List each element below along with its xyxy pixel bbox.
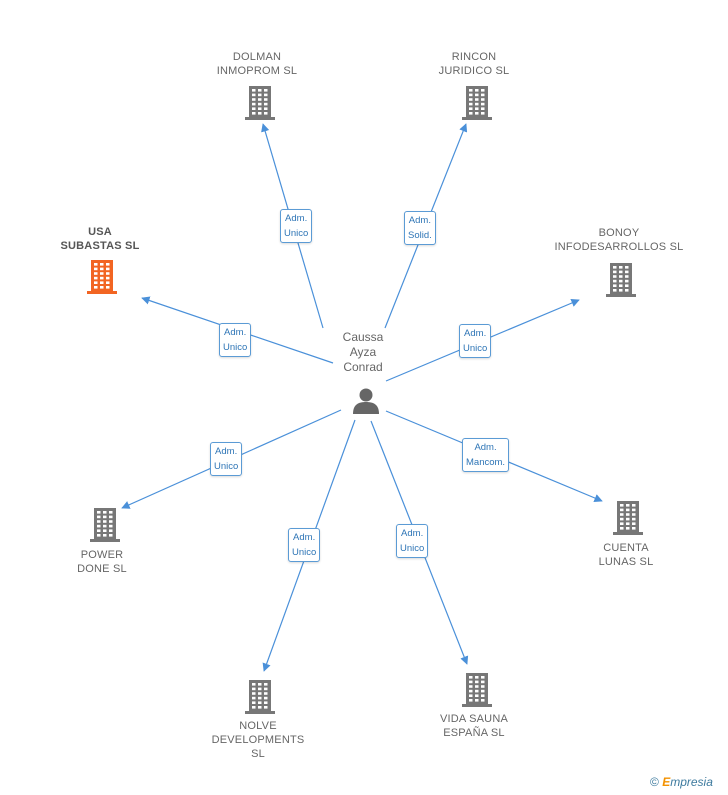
building-icon[interactable] xyxy=(606,263,636,297)
company-name: BONOY INFODESARROLLOS SL xyxy=(554,227,684,253)
building-icon[interactable] xyxy=(245,680,275,714)
company-name: POWER DONE SL xyxy=(77,549,127,575)
company-node-nolve[interactable]: NOLVE DEVELOPMENTS SL xyxy=(208,719,308,761)
company-name: CUENTA LUNAS SL xyxy=(598,542,654,568)
company-node-dolman[interactable]: DOLMAN INMOPROM SL xyxy=(207,50,307,78)
role-badge[interactable]: Adm. Unico xyxy=(280,209,313,243)
role-badge[interactable]: Adm. Unico xyxy=(219,323,252,357)
company-name: NOLVE DEVELOPMENTS SL xyxy=(211,720,305,760)
copyright-symbol: © xyxy=(650,775,659,789)
company-node-power[interactable]: POWER DONE SL xyxy=(52,548,152,576)
company-name: USA SUBASTAS SL xyxy=(60,226,140,252)
company-node-usa[interactable]: USA SUBASTAS SL xyxy=(50,225,150,253)
company-name: VIDA SAUNA ESPAÑA SL xyxy=(439,713,509,739)
role-badge[interactable]: Adm. Solid. xyxy=(404,211,436,245)
company-name: DOLMAN INMOPROM SL xyxy=(216,51,298,77)
building-icon[interactable] xyxy=(90,508,120,542)
role-badge[interactable]: Adm. Unico xyxy=(396,524,429,558)
person-name: Caussa Ayza Conrad xyxy=(342,330,384,374)
building-icon[interactable] xyxy=(87,260,117,294)
company-node-vida[interactable]: VIDA SAUNA ESPAÑA SL xyxy=(424,712,524,740)
role-badge[interactable]: Adm. Unico xyxy=(210,442,243,476)
role-badge[interactable]: Adm. Unico xyxy=(288,528,321,562)
company-name: RINCON JURIDICO SL xyxy=(438,51,510,77)
building-icon[interactable] xyxy=(245,86,275,120)
building-icon[interactable] xyxy=(462,673,492,707)
copyright-footer: © Empresia xyxy=(650,775,713,789)
brand-logo-e: E xyxy=(662,775,671,789)
building-icon[interactable] xyxy=(613,501,643,535)
company-node-cuenta[interactable]: CUENTA LUNAS SL xyxy=(576,541,676,569)
building-icon[interactable] xyxy=(462,86,492,120)
company-node-rincon[interactable]: RINCON JURIDICO SL xyxy=(424,50,524,78)
brand-logo-text: mpresia xyxy=(670,775,713,789)
company-node-bonoy[interactable]: BONOY INFODESARROLLOS SL xyxy=(549,226,689,254)
person-icon[interactable] xyxy=(351,386,381,416)
role-badge[interactable]: Adm. Mancom. xyxy=(462,438,510,472)
role-badge[interactable]: Adm. Unico xyxy=(459,324,492,358)
